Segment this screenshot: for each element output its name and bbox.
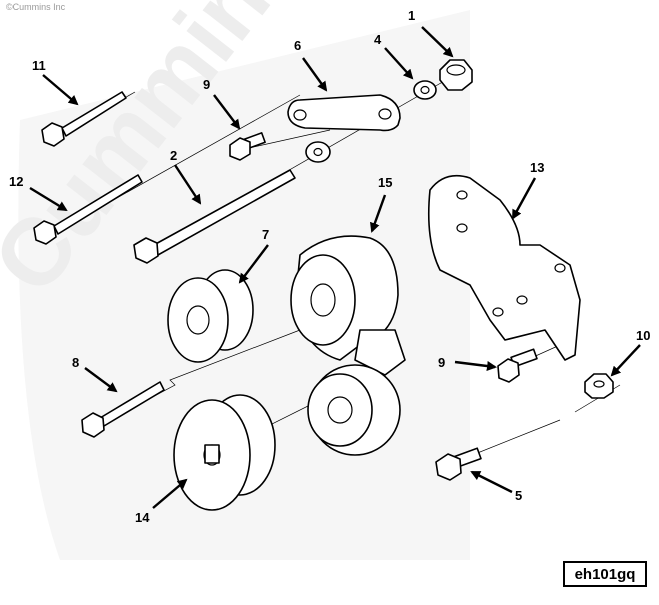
part-10-nut [584,373,614,399]
part-4-washer [413,80,437,100]
callout-1: 1 [408,8,415,23]
callout-labels: 1 4 6 11 9 2 12 15 13 7 8 9 10 5 14 [9,8,650,525]
copyright-text: ©Cummins Inc [6,2,66,12]
part-8-bolt [81,381,165,438]
part-1-nut [439,59,473,91]
callout-12: 12 [9,174,23,189]
part-6-link-bar [287,94,401,132]
part-5-bolt [435,447,482,481]
callout-15: 15 [378,175,392,190]
callout-5: 5 [515,488,522,503]
callout-6: 6 [294,38,301,53]
callout-14: 14 [135,510,150,525]
part-14-pulley [173,394,276,511]
callout-2: 2 [170,148,177,163]
callout-11: 11 [32,58,46,73]
callout-8: 8 [72,355,79,370]
reference-code-box: eh101gq [563,561,647,587]
part-9-bolt-upper [229,132,266,161]
callout-9b: 9 [438,355,445,370]
callout-4: 4 [374,32,382,47]
part-13-bracket [427,174,581,361]
callout-7: 7 [262,227,269,242]
part-15-tensioner [290,235,406,456]
callout-13: 13 [530,160,544,175]
part-12-bolt [33,174,143,245]
part-9-bolt-lower [497,348,538,383]
callout-9a: 9 [203,77,210,92]
callout-arrows [29,26,641,509]
part-11-bolt [41,91,127,147]
washer-small [305,141,331,163]
part-2-bolt [133,169,296,264]
part-7-pulley [167,269,254,363]
callout-10: 10 [636,328,650,343]
